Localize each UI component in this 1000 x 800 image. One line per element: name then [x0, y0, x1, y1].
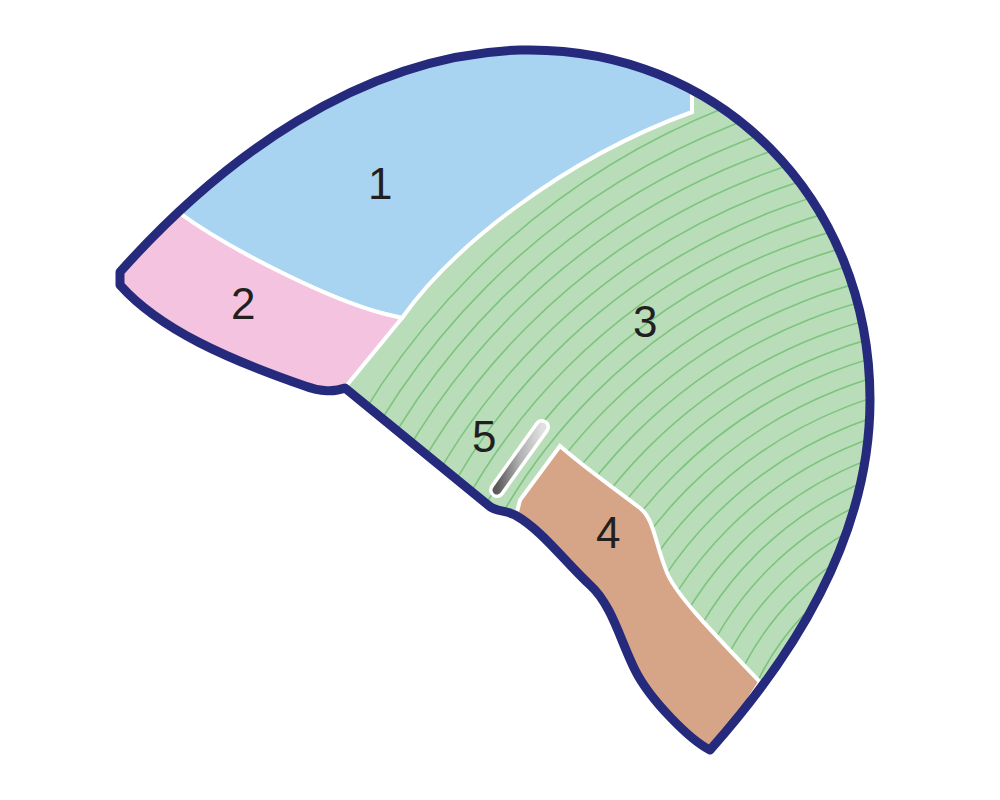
region-four: [515, 446, 760, 760]
callout-number: 4: [596, 511, 620, 555]
hatch-line: [502, 302, 1000, 800]
hatch-line: [407, 207, 1000, 800]
callout-number: 1: [368, 162, 392, 206]
slit-feature: [497, 427, 542, 490]
callout-number: 2: [231, 282, 255, 326]
callout-number: 5: [472, 415, 496, 459]
callout-number: 3: [633, 300, 657, 344]
hatch-line: [730, 530, 1000, 800]
region-one: [0, 0, 692, 318]
hatch-line: [483, 283, 1000, 800]
hatch-line: [274, 74, 1000, 800]
outer-outline: [120, 50, 870, 750]
hatch-line: [673, 473, 1000, 800]
hatch-line: [711, 511, 1000, 800]
